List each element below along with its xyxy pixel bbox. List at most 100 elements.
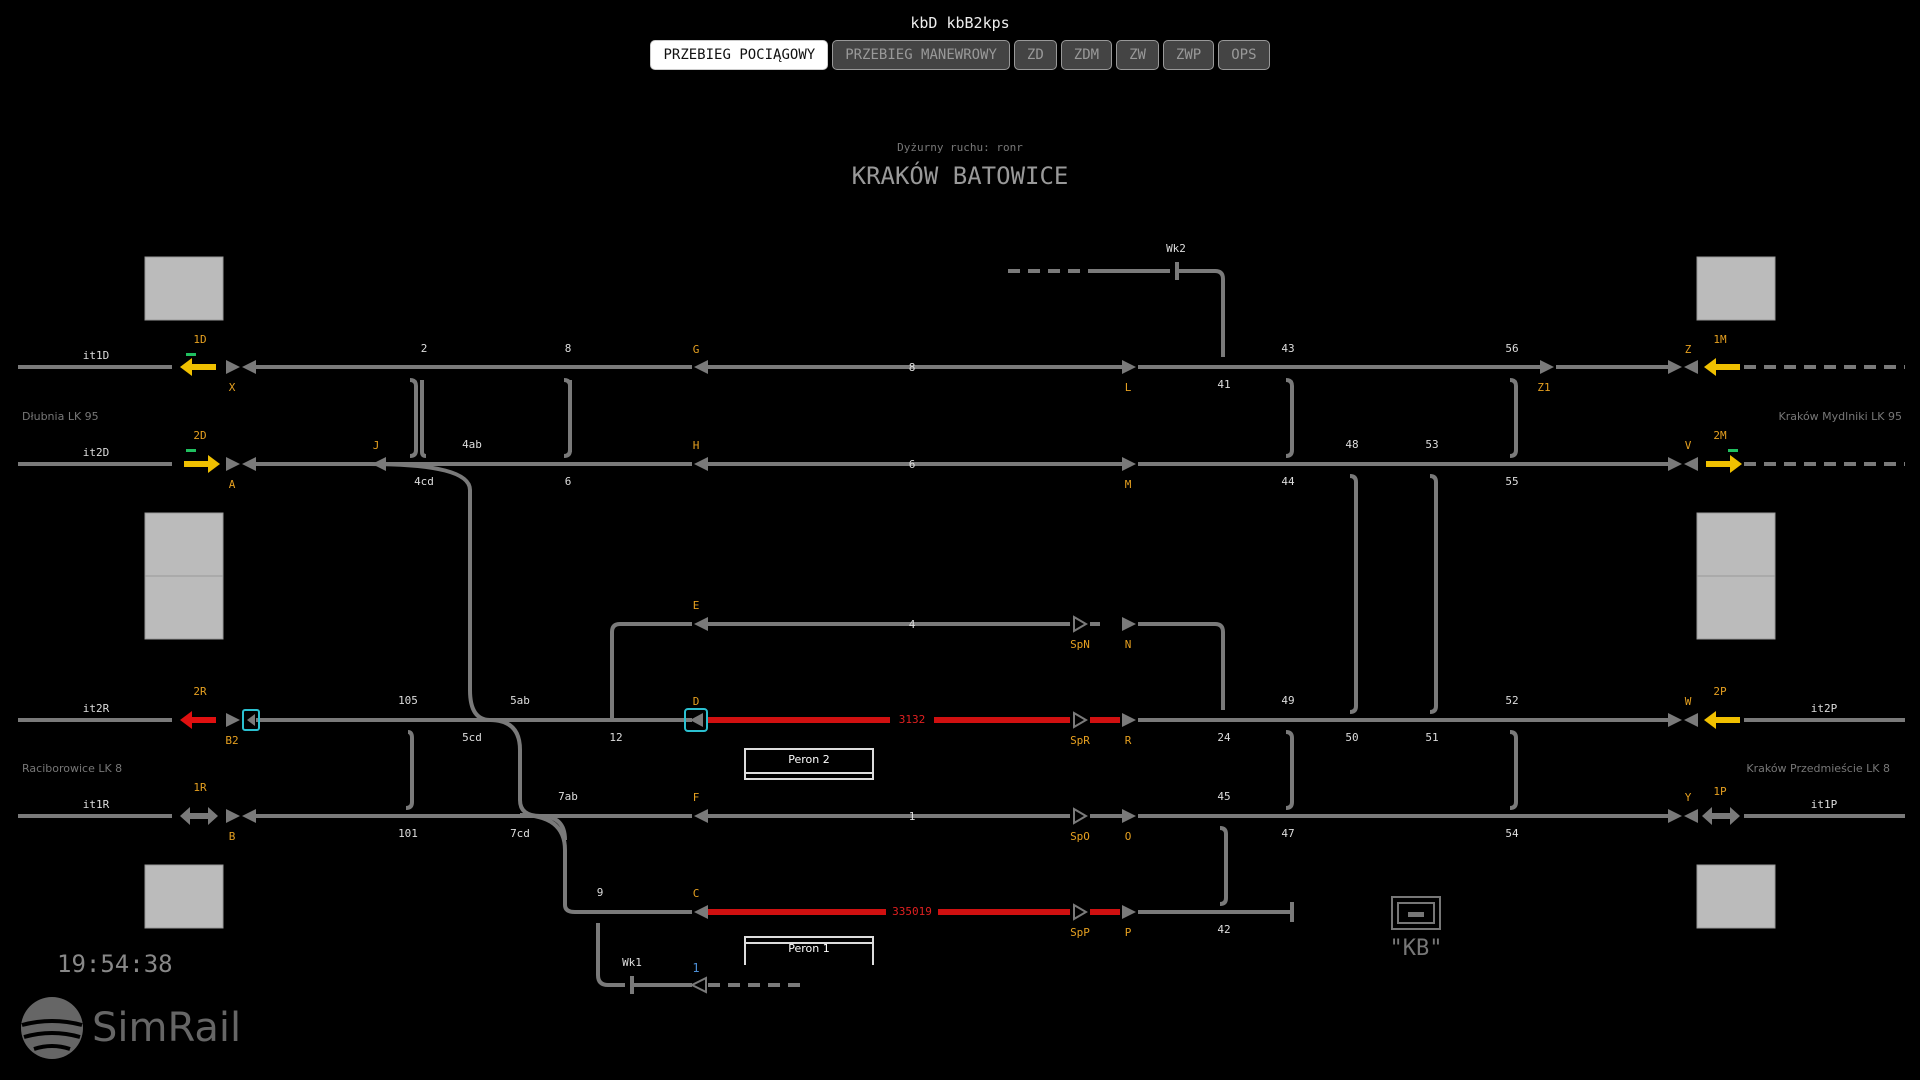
entry-signal-2r-icon[interactable]: [180, 711, 216, 729]
entry-signal-1r-icon[interactable]: [180, 807, 218, 825]
svg-text:D: D: [693, 695, 700, 708]
siding-track-1: 1: [692, 961, 699, 975]
svg-text:"KB": "KB": [1390, 936, 1443, 961]
mode-button-zd[interactable]: ZD: [1013, 40, 1057, 70]
svg-text:B2: B2: [225, 734, 238, 747]
block-box-right-mid-b[interactable]: [1696, 575, 1776, 640]
platform-2: Peron 2: [744, 748, 874, 780]
station-track-8: 8: [909, 361, 916, 374]
svg-text:5cd: 5cd: [462, 731, 482, 744]
crossover-4ab-5ab[interactable]: [369, 462, 567, 841]
svg-text:W: W: [1685, 695, 1692, 708]
svg-text:Peron 1: Peron 1: [788, 942, 830, 955]
svg-text:8: 8: [565, 342, 572, 355]
direction-right-top: Kraków Mydlniki LK 95: [1778, 410, 1902, 423]
svg-text:N: N: [1125, 638, 1132, 651]
mode-button-zw[interactable]: ZW: [1116, 40, 1159, 70]
line-track-it2p: it2P: [1811, 702, 1838, 715]
svg-text:2P: 2P: [1713, 685, 1727, 698]
block-box-left-bottom[interactable]: [144, 864, 224, 929]
mode-bar: PRZEBIEG POCIĄGOWY PRZEBIEG MANEWROWY ZD…: [0, 40, 1920, 70]
station-track-1: 1: [909, 810, 916, 823]
svg-text:X: X: [229, 381, 236, 394]
entry-signal-1m-icon[interactable]: [1704, 358, 1740, 376]
svg-text:1P: 1P: [1713, 785, 1727, 798]
svg-text:45: 45: [1217, 790, 1230, 803]
mode-button-ops[interactable]: OPS: [1218, 40, 1270, 70]
svg-text:7ab: 7ab: [558, 790, 578, 803]
direction-left-bottom: Raciborowice LK 8: [22, 762, 122, 775]
signal-markers[interactable]: [226, 360, 1698, 994]
svg-text:L: L: [1125, 381, 1132, 394]
train-number-track3[interactable]: 335019: [892, 905, 932, 918]
signal-d-selected[interactable]: [684, 708, 708, 732]
mode-button-zwp[interactable]: ZWP: [1162, 40, 1215, 70]
svg-text:2D: 2D: [193, 429, 206, 442]
line-track-it1d: it1D: [83, 349, 110, 362]
svg-text:56: 56: [1505, 342, 1518, 355]
svg-text:Y: Y: [1685, 791, 1692, 804]
svg-text:A: A: [229, 478, 236, 491]
entry-signal-2d-icon[interactable]: [184, 449, 220, 473]
switch-labels: 2 8 4ab 4cd 6 105 5ab 5cd 12 101 7ab 7cd…: [398, 342, 1519, 936]
mode-button-train-route[interactable]: PRZEBIEG POCIĄGOWY: [650, 40, 829, 70]
mode-button-shunting-route[interactable]: PRZEBIEG MANEWROWY: [832, 40, 1010, 70]
train-number-track2[interactable]: 3132: [899, 713, 926, 726]
svg-text:43: 43: [1281, 342, 1294, 355]
svg-text:Z1: Z1: [1537, 381, 1550, 394]
mode-button-zdm[interactable]: ZDM: [1060, 40, 1113, 70]
signal-b2-selected[interactable]: [242, 709, 260, 731]
track-line-4[interactable]: [610, 622, 1225, 720]
svg-text:101: 101: [398, 827, 418, 840]
line-track-it1p: it1P: [1811, 798, 1838, 811]
svg-text:49: 49: [1281, 694, 1294, 707]
svg-text:P: P: [1125, 926, 1132, 939]
svg-text:41: 41: [1217, 378, 1230, 391]
direction-left-top: Dłubnia LK 95: [22, 410, 99, 423]
siding-wk2[interactable]: [1008, 262, 1225, 357]
line-track-it2d: it2D: [83, 446, 110, 459]
svg-text:2: 2: [421, 342, 428, 355]
block-box-left-mid-a[interactable]: [144, 512, 224, 577]
entry-signal-2p-icon[interactable]: [1704, 711, 1740, 729]
svg-text:2R: 2R: [193, 685, 207, 698]
block-box-left-top[interactable]: [144, 256, 224, 321]
dispatcher-label: Dyżurny ruchu: ronr: [897, 141, 1023, 154]
svg-text:53: 53: [1425, 438, 1438, 451]
svg-text:55: 55: [1505, 475, 1518, 488]
platform-1: Peron 1: [744, 936, 874, 965]
vertical-crossovers[interactable]: [405, 378, 1518, 906]
svg-text:54: 54: [1505, 827, 1519, 840]
station-name: KRAKÓW BATOWICE: [851, 162, 1069, 190]
line-track-it2r: it2R: [83, 702, 110, 715]
clock: 19:54:38: [57, 950, 173, 978]
block-box-right-bottom[interactable]: [1696, 864, 1776, 929]
svg-text:Peron 2: Peron 2: [788, 753, 830, 766]
svg-text:1M: 1M: [1713, 333, 1727, 346]
svg-text:V: V: [1685, 439, 1692, 452]
block-box-left-mid-b[interactable]: [144, 575, 224, 640]
block-box-right-top[interactable]: [1696, 256, 1776, 321]
svg-text:47: 47: [1281, 827, 1294, 840]
siding-label-wk1: Wk1: [622, 956, 642, 969]
brand-name: SimRail: [92, 1005, 242, 1051]
entry-signal-2m-icon[interactable]: [1706, 449, 1742, 473]
siding-wk1[interactable]: [596, 923, 800, 994]
entry-signal-1d-icon[interactable]: [180, 353, 216, 376]
svg-text:2M: 2M: [1713, 429, 1727, 442]
entry-signal-1p-icon[interactable]: [1702, 807, 1740, 825]
svg-text:42: 42: [1217, 923, 1230, 936]
station-track-4: 4: [909, 618, 916, 631]
svg-text:G: G: [693, 343, 700, 356]
svg-text:51: 51: [1425, 731, 1438, 744]
svg-text:24: 24: [1217, 731, 1231, 744]
station-track-6: 6: [909, 458, 916, 471]
svg-text:7cd: 7cd: [510, 827, 530, 840]
block-box-right-mid-a[interactable]: [1696, 512, 1776, 577]
svg-text:SpP: SpP: [1070, 926, 1090, 939]
siding-label-wk2: Wk2: [1166, 242, 1186, 255]
svg-text:O: O: [1125, 830, 1132, 843]
kb-icon[interactable]: "KB": [1390, 896, 1443, 961]
svg-text:105: 105: [398, 694, 418, 707]
